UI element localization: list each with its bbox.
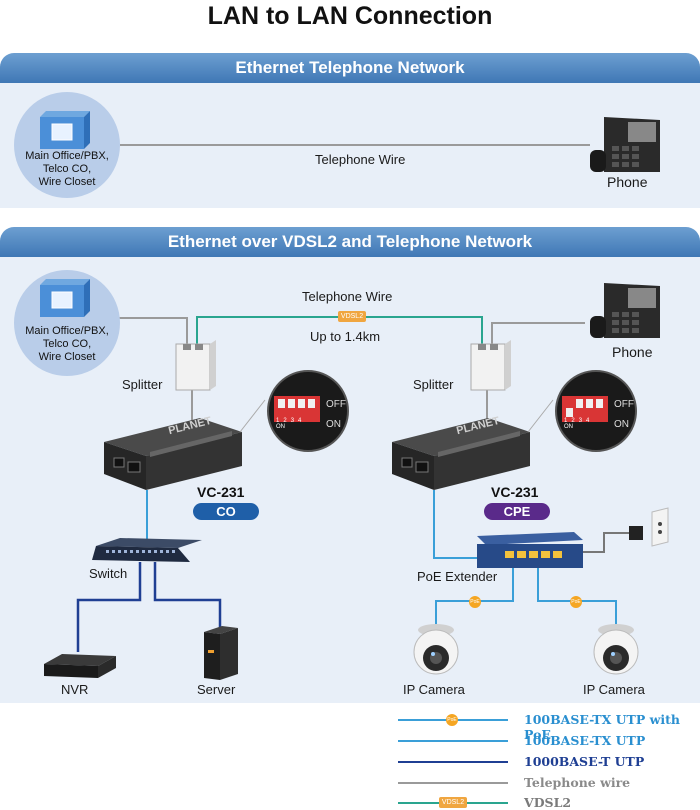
office-line: Main Office/PBX,: [25, 325, 109, 337]
phone-label-bottom: Phone: [612, 344, 653, 360]
legend-line-telephone: [398, 782, 508, 784]
switch-label: Switch: [89, 566, 128, 581]
legend-label-100base: 100BASE-TX UTP: [524, 733, 646, 748]
poe-tag-right: PoE: [570, 596, 582, 608]
office-label-top: Main Office/PBX, Telco CO, Wire Closet: [14, 150, 120, 189]
server-label: Server: [197, 682, 236, 697]
power-cable: [583, 532, 632, 553]
dip-off-label-right: OFF: [614, 399, 634, 410]
mode-badge-cpe: CPE: [484, 503, 550, 520]
office-line: Telco CO,: [42, 163, 92, 175]
distance-label: Up to 1.4km: [310, 329, 381, 344]
vdsl2-tag: VDSL2: [338, 311, 366, 322]
telephone-wire-splitter-phone: [491, 322, 585, 346]
telephone-wire-label-top: Telephone Wire: [315, 152, 406, 167]
utp-cpe-extender: [433, 490, 477, 559]
poe-tag-left: PoE: [469, 596, 481, 608]
office-line: Wire Closet: [38, 351, 96, 363]
legend-label-1000base: 1000BASE-T UTP: [524, 754, 645, 769]
legend: PoE 100BASE-TX UTP with PoE 100BASE-TX U…: [398, 712, 698, 810]
legend-poe-tag: PoE: [446, 714, 458, 726]
office-line: Telco CO,: [42, 338, 92, 350]
dip-numbers-right: 1234: [564, 418, 594, 424]
ip-camera-label-right: IP Camera: [583, 682, 645, 697]
model-label-co: VC-231: [197, 484, 245, 500]
legend-label-vdsl2: VDSL2: [524, 795, 572, 810]
telephone-wire-office-splitter: [118, 317, 188, 346]
dip-on-label-right: ON: [614, 419, 629, 430]
dip-on-label-left: ON: [326, 419, 341, 430]
mode-badge-co: CO: [193, 503, 259, 520]
nvr-label: NVR: [61, 682, 89, 697]
legend-label-poe: 100BASE-TX UTP with PoE: [524, 712, 680, 742]
ip-camera-label-left: IP Camera: [403, 682, 465, 697]
section-banner-vdsl2: Ethernet over VDSL2 and Telephone Networ…: [0, 227, 700, 257]
splitter-label-left: Splitter: [122, 377, 163, 392]
phone-label-top: Phone: [607, 174, 648, 190]
gigabit-switch-server: [153, 562, 222, 628]
section-banner-telephone: Ethernet Telephone Network: [0, 53, 700, 83]
office-line: Wire Closet: [38, 176, 96, 188]
dip-off-label-left: OFF: [326, 399, 346, 410]
legend-vdsl2-tag: VDSL2: [439, 797, 467, 808]
gigabit-switch-nvr: [76, 562, 142, 652]
legend-line-1000base: [398, 761, 508, 763]
dip-numbers-left: 1234: [276, 418, 306, 424]
office-line: Main Office/PBX,: [25, 150, 109, 162]
splitter-label-right: Splitter: [413, 377, 454, 392]
legend-line-100base: [398, 740, 508, 742]
office-label-bottom: Main Office/PBX, Telco CO, Wire Closet: [14, 325, 120, 364]
model-label-cpe: VC-231: [491, 484, 539, 500]
page-title: LAN to LAN Connection: [207, 2, 493, 30]
dip-on-tag-left: ON: [276, 424, 285, 430]
dip-on-tag-right: ON: [564, 424, 573, 430]
poe-extender-label: PoE Extender: [417, 569, 498, 584]
legend-label-telephone: Telephone wire: [524, 775, 631, 790]
telephone-wire-label-bottom: Telephone Wire: [302, 289, 393, 304]
